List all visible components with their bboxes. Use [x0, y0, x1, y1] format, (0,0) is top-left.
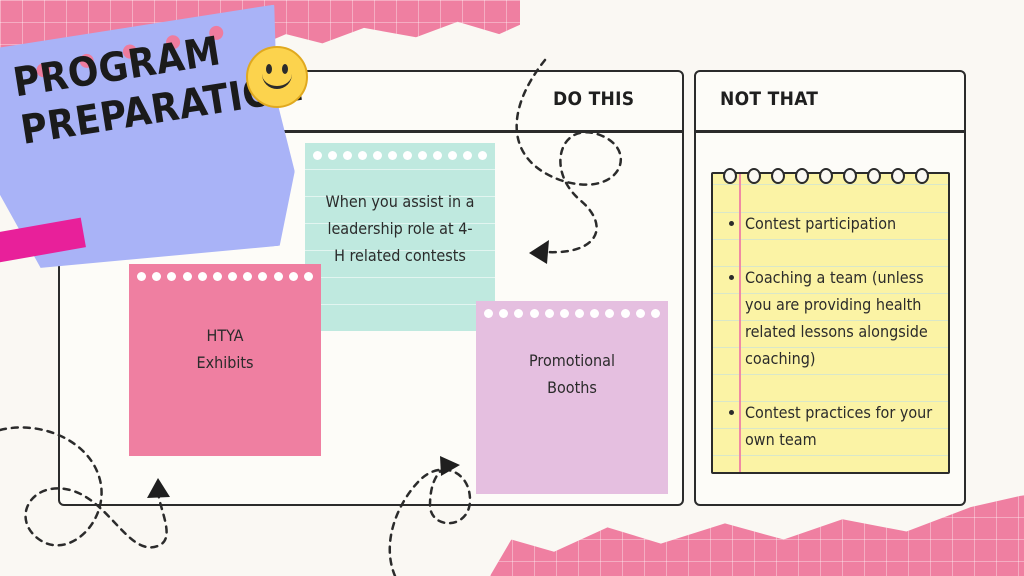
sticky-note-leadership-role: When you assist in a leadership role at …	[305, 143, 495, 331]
smiley-face-icon	[246, 46, 308, 108]
do-this-heading: DO THIS	[553, 88, 635, 110]
notepad-ring	[891, 168, 905, 184]
do-this-header-divider	[60, 130, 682, 133]
smiley-left-eye	[266, 64, 272, 74]
sticky-note-htya-exhibits: HTYA Exhibits	[129, 264, 321, 456]
notepad-ring	[795, 168, 809, 184]
not-that-item-1: Contest participation	[727, 210, 942, 237]
not-that-item-3: Contest practices for your own team	[727, 399, 942, 453]
htya-exhibits-text: HTYA Exhibits	[139, 322, 311, 376]
booths-line-2: Booths	[547, 378, 597, 397]
not-that-notepad: Contest participation Coaching a team (u…	[711, 168, 950, 474]
not-that-item-2: Coaching a team (unless you are providin…	[727, 264, 942, 372]
notepad-ring	[771, 168, 785, 184]
leadership-role-text: When you assist in a leadership role at …	[325, 192, 475, 265]
notepad-ring	[915, 168, 929, 184]
not-that-list: Contest participation Coaching a team (u…	[727, 210, 942, 480]
note-dots	[313, 151, 487, 161]
htya-line-2: Exhibits	[196, 353, 254, 372]
note-dots	[137, 272, 313, 282]
not-that-heading: NOT THAT	[720, 88, 819, 110]
note-dots	[484, 309, 660, 319]
promotional-booths-text: Promotional Booths	[486, 347, 658, 401]
notepad-margin-line	[739, 174, 741, 472]
sticky-note-promotional-booths: Promotional Booths	[476, 301, 668, 494]
notepad-ring	[747, 168, 761, 184]
bottom-grid-decoration	[490, 495, 1024, 576]
notepad-ring	[843, 168, 857, 184]
notepad-ring	[819, 168, 833, 184]
booths-line-1: Promotional	[529, 351, 615, 370]
smiley-mouth	[262, 70, 292, 89]
notepad-ring	[867, 168, 881, 184]
smiley-right-eye	[282, 64, 288, 74]
notepad-ring	[723, 168, 737, 184]
not-that-header-divider	[696, 130, 964, 133]
htya-line-1: HTYA	[206, 326, 244, 345]
